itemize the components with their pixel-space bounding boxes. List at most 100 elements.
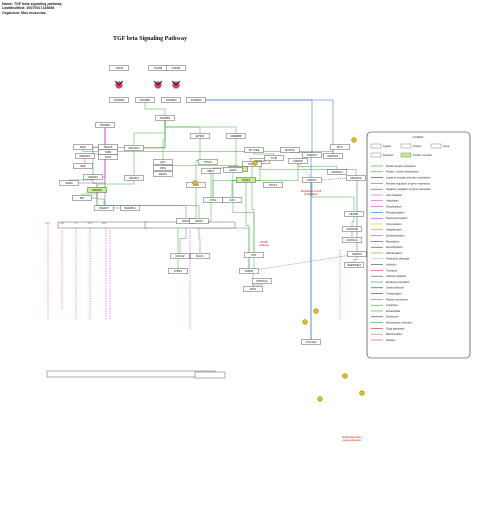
node-sara[interactable]: SARA [59,180,79,186]
node-kras[interactable]: KRAS [189,218,209,224]
node-cdc42[interactable]: CDC42 [170,253,190,259]
ligand-receptor-0 [114,80,124,89]
node-ras[interactable]: RAS [73,144,93,150]
legend-item-17: Deubiquitination [371,234,405,238]
node-tgfbr2b[interactable]: TGFBR2 [186,97,206,103]
node-mapk3[interactable]: MAPK3 [302,152,322,158]
node-map2k6[interactable]: MAP2K6 [346,175,366,181]
node-map2k1[interactable]: MAP2K1 [323,153,343,159]
node-atf2[interactable]: ATF2 [203,197,223,203]
node-nog[interactable]: NOG [243,286,263,292]
legend-item-4: Protein Complex [400,152,433,158]
legend-item-label: Transport [386,268,397,272]
node-mapk8[interactable]: MAPK8 [288,158,308,164]
complex-bar-2 [46,370,216,378]
node-crebbp[interactable]: CREBBP [226,133,246,139]
node-ppp2ca[interactable]: PPP2CA [252,278,272,284]
node-serpine1[interactable]: SERPINE1 [344,262,364,268]
node-label: SERPINE1 [347,263,361,267]
leads-to-edge-0 [297,160,313,181]
legend-item-35: Nucleus [371,338,396,342]
node-label: KRAS [195,219,203,223]
node-mapk9[interactable]: MAPK9 [347,251,367,257]
node-map3k7b[interactable]: MAP3K7 [75,153,95,159]
node-rhoa[interactable]: RHOA [153,171,173,177]
node-tgfbr3[interactable]: TGFBR3 [161,97,181,103]
legend-item-10: Auto catalysis [371,193,403,197]
node-label: CDKN2B [346,227,357,231]
node-tgfb_l1[interactable]: TGFB [109,65,129,71]
node-label: TGFBR1 [99,123,110,127]
small-molecule-1 [252,160,258,166]
legend-item-label: Cytoplasm [386,303,398,307]
node-tab1[interactable]: TAB1 [98,149,118,155]
node-smad4[interactable]: SMAD4 [87,187,107,193]
node-jun[interactable]: JUN [222,197,242,203]
node-e2f4[interactable]: E2F4 [223,167,243,173]
node-ltbp1[interactable]: LTBP1 [168,268,188,274]
node-fst[interactable]: FST [244,252,264,258]
node-label: PPP2CA [256,279,267,283]
node-label: EP300 [196,134,205,138]
header-name: Name: TGF beta signaling pathway [2,2,62,6]
node-tsc22[interactable]: TSC22 [242,161,262,167]
legend-item-26: Small molecule [371,286,404,290]
node-map2k4[interactable]: MAP2K4 [327,169,347,175]
node-smurf1[interactable]: SMURF1 [120,205,140,211]
node-map3k7a[interactable]: MAP3K7 [124,145,144,151]
node-tgfbr2a[interactable]: TGFBR2 [109,97,129,103]
activation-edge-8 [92,177,98,190]
legend-item-13: Phosphorylation [371,210,405,214]
node-traf6[interactable]: TRAF6 [98,144,118,150]
node-akt[interactable]: AKT [153,159,173,165]
activation-edge-22 [179,221,187,256]
node-nfkb[interactable]: NFKB1 [344,211,364,217]
node-label: TGFB1 [153,66,162,70]
node-col1a2[interactable]: COL1A2 [301,339,321,345]
node-tgfbr1a[interactable]: TGFBR1 [135,97,155,103]
node-label: ATF2 [210,198,217,202]
node-cdkn1a[interactable]: CDKN1A [342,237,362,243]
node-cdkn2b[interactable]: CDKN2B [342,226,362,232]
node-tgif[interactable]: TGIF [264,155,284,161]
node-myc[interactable]: MYC [330,144,350,150]
legend-item-30: Extracellular [371,309,400,313]
node-stat3[interactable]: STAT3 [236,177,256,183]
node-label: AKT [160,160,166,164]
activation-edge-14 [297,161,338,172]
node-label: MAPK8 [293,159,303,163]
node-stat1[interactable]: STAT1 [263,182,283,188]
node-skil[interactable]: SKIL [73,163,93,169]
node-label: NFKB1 [349,212,358,216]
node-mapk1[interactable]: MAPK1 [302,177,322,183]
node-tgfbr1c[interactable]: TGFBR1 [95,122,115,128]
legend-item-8: Positive regulation of gene expression [371,181,430,185]
node-tak1[interactable]: TAK1 [98,154,118,160]
node-label: TRAF6 [104,145,113,149]
node-ski[interactable]: SKI [72,195,92,201]
activation-edge-32 [351,214,355,229]
legend-item-label: Protein [413,144,422,148]
activation-edge-3 [133,118,166,148]
legend-item-15: Glycosylation [371,222,402,226]
node-ep300[interactable]: EP300 [190,133,210,139]
ligand-receptor-2 [171,80,181,89]
node-rac1[interactable]: RAC1 [190,253,210,259]
legend-item-14: Dephosphorylation [371,216,408,220]
node-runx2[interactable]: RUNX2 [280,147,300,153]
node-label: CDC42 [175,254,185,258]
node-smad3[interactable]: SMAD3 [124,175,144,181]
node-smad7[interactable]: SMAD7 [94,205,114,211]
node-thbs1[interactable]: THBS1 [239,268,259,274]
node-label: LTBP1 [174,269,183,273]
node-tgfb_l2[interactable]: TGFB1 [148,65,168,71]
node-pp2a[interactable]: PP2A [198,159,218,165]
node-smad2[interactable]: SMAD2 [83,174,103,180]
node-tgfbr1b[interactable]: TGFBR1 [155,115,175,121]
node-rbl1[interactable]: RBL1 [201,168,221,174]
legend-item-label: Protein - protein dissociation [386,170,419,174]
node-pik3[interactable]: PIK3 [153,165,173,171]
node-tgfb_l3[interactable]: TGFB1 [166,65,186,71]
node-zfyve9[interactable]: ZFYVE9 [244,147,264,153]
